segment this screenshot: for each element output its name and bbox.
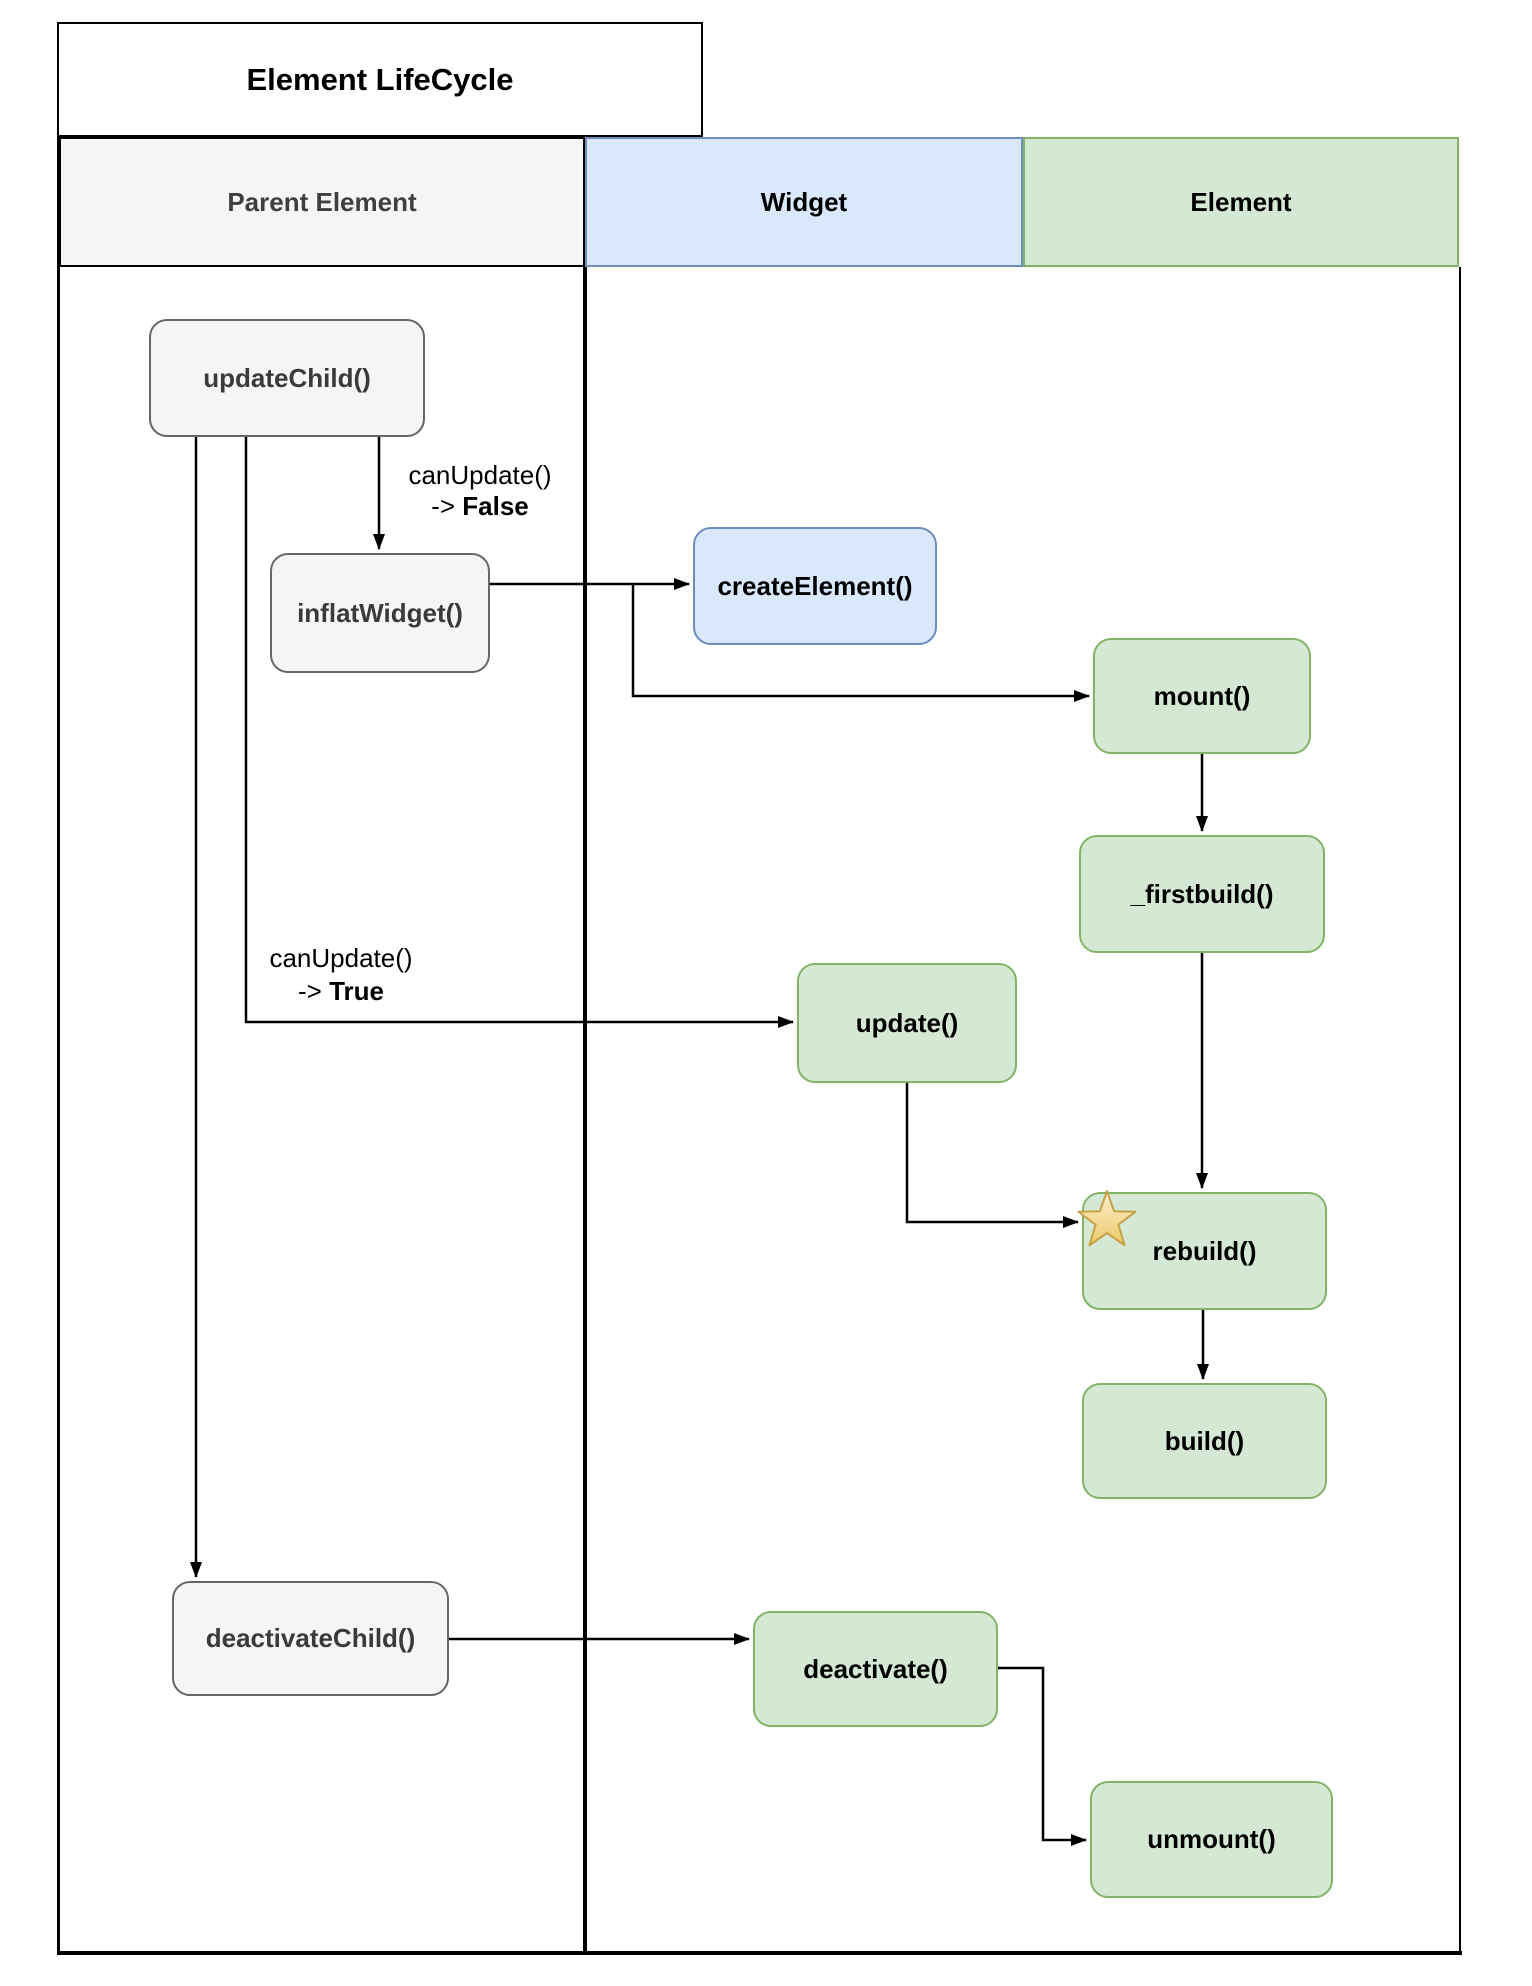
lane-header-parent-element: Parent Element — [59, 137, 585, 267]
diagram-left-border — [57, 137, 60, 1955]
edge-label-function: canUpdate() — [408, 460, 552, 490]
node-label: updateChild() — [203, 362, 371, 393]
node-label: inflatWidget() — [297, 597, 463, 628]
node-label: rebuild() — [1152, 1235, 1257, 1266]
node-label: deactivate() — [803, 1653, 948, 1684]
edge-label-function: canUpdate() — [269, 943, 413, 973]
diagram-title: Element LifeCycle — [57, 22, 703, 137]
node-label: build() — [1164, 1425, 1245, 1456]
edge-inflatwidget-to-mount — [631, 584, 1090, 702]
lane-header-element: Element — [1023, 137, 1459, 267]
edge-deactivate-to-unmount — [998, 1666, 1087, 1846]
edge-label-result: -> False — [431, 491, 529, 521]
lane-header-label: Widget — [760, 186, 848, 217]
lane-header-label: Parent Element — [227, 186, 417, 217]
edge-label-canupdate-true: canUpdate() -> True — [241, 942, 441, 1008]
node-update-child: updateChild() — [149, 319, 425, 437]
node-label: unmount() — [1147, 1824, 1276, 1854]
node-first-build: _firstbuild() — [1079, 835, 1325, 953]
lane-divider-line — [583, 137, 587, 1955]
edge-label-result: -> True — [298, 976, 384, 1006]
node-label: update() — [855, 1007, 959, 1038]
node-unmount: unmount() — [1090, 1781, 1333, 1898]
diagram-right-border — [1459, 267, 1461, 1955]
node-inflat-widget: inflatWidget() — [270, 553, 490, 673]
node-deactivate: deactivate() — [753, 1611, 998, 1727]
node-label: _firstbuild() — [1130, 878, 1274, 909]
node-create-element: createElement() — [693, 527, 937, 645]
node-build: build() — [1082, 1383, 1327, 1499]
lane-header-widget: Widget — [585, 137, 1023, 267]
node-deactivate-child: deactivateChild() — [172, 1581, 449, 1696]
edge-update-to-rebuild — [905, 1083, 1079, 1228]
node-label: deactivateChild() — [205, 1623, 416, 1653]
node-label: createElement() — [717, 570, 913, 601]
edge-label-canupdate-false: canUpdate() -> False — [375, 460, 585, 522]
lane-header-label: Element — [1190, 186, 1292, 217]
node-mount: mount() — [1093, 638, 1311, 754]
diagram-bottom-border — [57, 1951, 1462, 1955]
diagram-title-text: Element LifeCycle — [246, 61, 514, 97]
node-update: update() — [797, 963, 1017, 1083]
star-icon — [1077, 1190, 1137, 1247]
edge-updatechild-to-update — [244, 437, 794, 1028]
node-label: mount() — [1153, 680, 1251, 711]
